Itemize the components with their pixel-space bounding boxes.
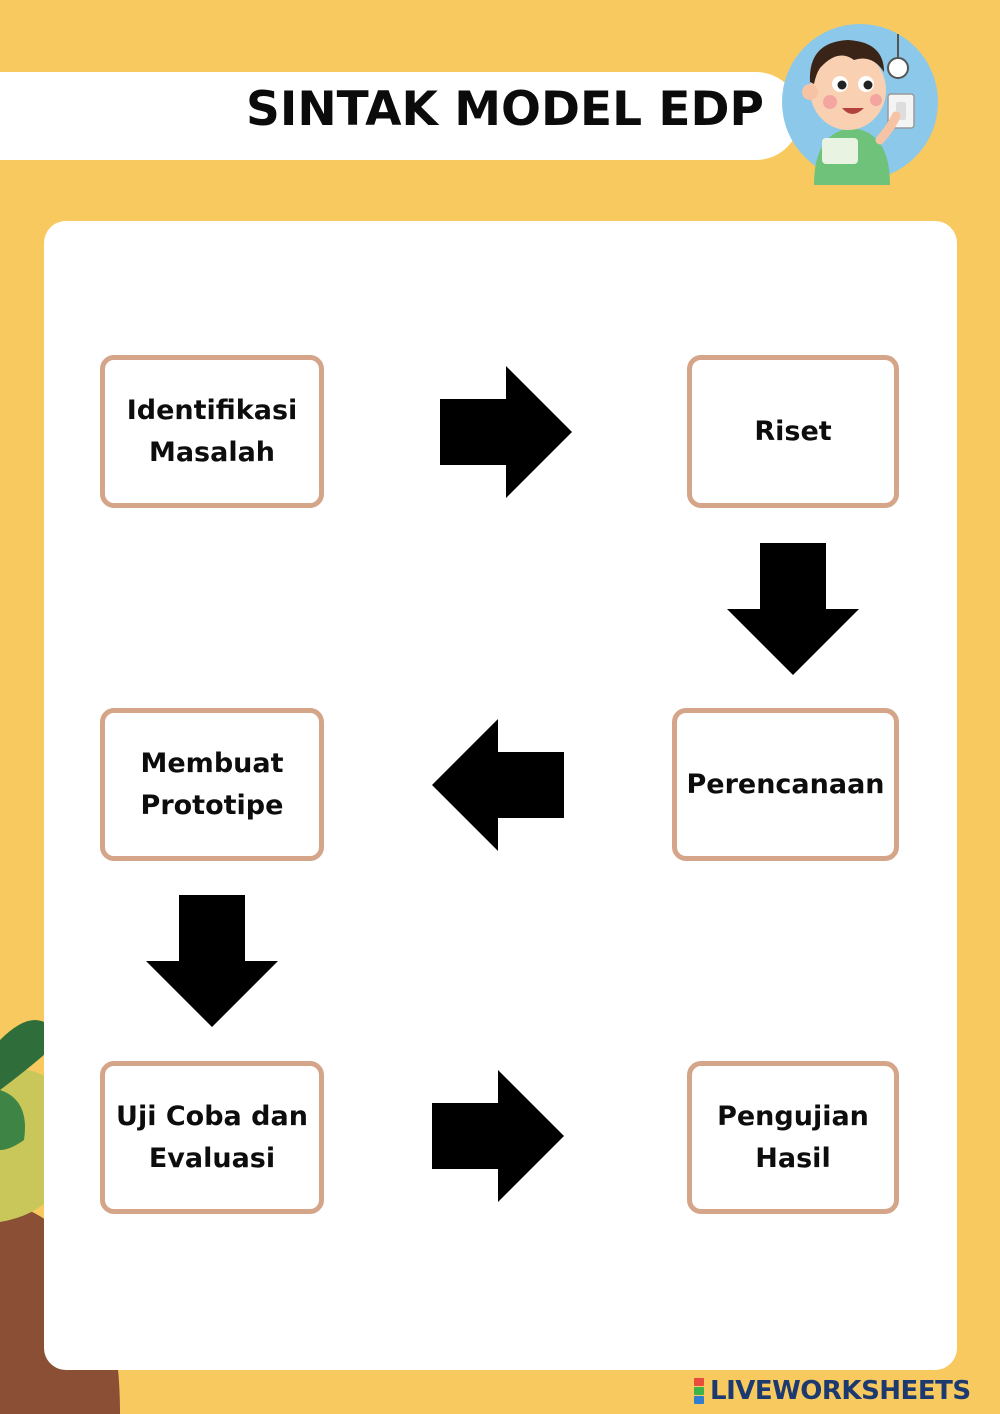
step-uji-coba-dan-evaluasi: Uji Coba dan Evaluasi (100, 1061, 324, 1214)
step-label: Identifikasi Masalah (126, 394, 298, 468)
arrow-down-icon (727, 543, 859, 675)
liveworksheets-brand: LIVEWORKSHEETS (694, 1374, 971, 1408)
step-label: Uji Coba dan Evaluasi (116, 1100, 308, 1174)
liveworksheets-logo-icon (694, 1378, 704, 1404)
step-riset: Riset (687, 355, 899, 508)
brand-text: LIVEWORKSHEETS (710, 1376, 971, 1406)
arrow-left-icon (432, 719, 564, 851)
step-label: Perencanaan (686, 768, 885, 800)
step-identifikasi-masalah: Identifikasi Masalah (100, 355, 324, 508)
step-pengujian-hasil: Pengujian Hasil (687, 1061, 899, 1214)
step-label: Pengujian Hasil (717, 1100, 869, 1174)
boy-mascot-icon (782, 24, 938, 185)
arrow-right-icon (440, 366, 572, 498)
step-membuat-prototipe: Membuat Prototipe (100, 708, 324, 861)
step-perencanaan: Perencanaan (672, 708, 899, 861)
arrow-right-icon (432, 1070, 564, 1202)
step-label: Membuat Prototipe (140, 747, 284, 821)
page-title: SINTAK MODEL EDP (246, 82, 764, 137)
step-label: Riset (754, 415, 832, 447)
arrow-down-icon (146, 895, 278, 1027)
title-band (0, 72, 800, 160)
